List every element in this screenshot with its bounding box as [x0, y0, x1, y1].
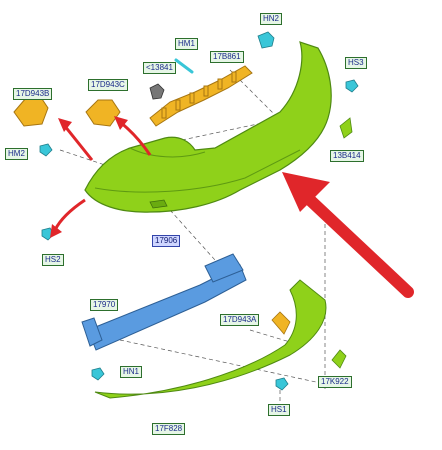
bracket-teeth — [161, 71, 237, 119]
label-hm1: HM1 — [175, 38, 198, 50]
label-17970: 17970 — [90, 299, 119, 311]
sensor-bracket-13b414 — [339, 117, 353, 139]
center-upper-bracket — [149, 65, 253, 127]
clip-17k922 — [331, 349, 347, 369]
screw-hs3 — [345, 79, 359, 93]
label-17d943a: 17D943A — [220, 314, 260, 326]
label-17k922: 17K922 — [318, 376, 352, 388]
reflector-recess — [149, 199, 168, 209]
rear-bumper-cover — [84, 41, 332, 213]
beam-left-mount — [81, 317, 103, 347]
screw-hm1 — [174, 58, 194, 74]
clip-13841 — [149, 83, 165, 100]
lower-bracket-17d943a — [271, 311, 291, 335]
label-17b861: 17B861 — [210, 51, 244, 63]
nut-hn1 — [91, 367, 105, 381]
large-red-arrow — [282, 172, 414, 298]
label-17906: 17906 — [152, 235, 181, 247]
screw-hm2 — [39, 143, 53, 157]
left-side-bracket — [13, 95, 49, 127]
beam-right-mount — [204, 253, 244, 283]
bumper-top-edge — [129, 147, 206, 158]
label-hs3: HS3 — [345, 57, 367, 69]
label-hm2: HM2 — [5, 148, 28, 160]
label-hs2: HS2 — [42, 254, 64, 266]
screw-hs1 — [275, 377, 289, 391]
label-17f828: 17F828 — [152, 423, 186, 435]
label-17d943b: 17D943B — [13, 88, 53, 100]
label-hn2-top: HN2 — [260, 13, 283, 25]
bumper-crease — [94, 149, 301, 193]
left-center-bracket — [85, 99, 121, 127]
label-17d943c: 17D943C — [88, 79, 128, 91]
label-13b414: 13B414 — [330, 150, 364, 162]
nut-hn2-top — [257, 31, 275, 49]
label-hs1: HS1 — [268, 404, 290, 416]
reinforcement-beam — [87, 264, 247, 351]
label-13841: <13841 — [143, 62, 176, 74]
lower-valance — [94, 279, 327, 399]
label-hn1: HN1 — [120, 366, 143, 378]
removal-arrowheads — [50, 116, 128, 238]
